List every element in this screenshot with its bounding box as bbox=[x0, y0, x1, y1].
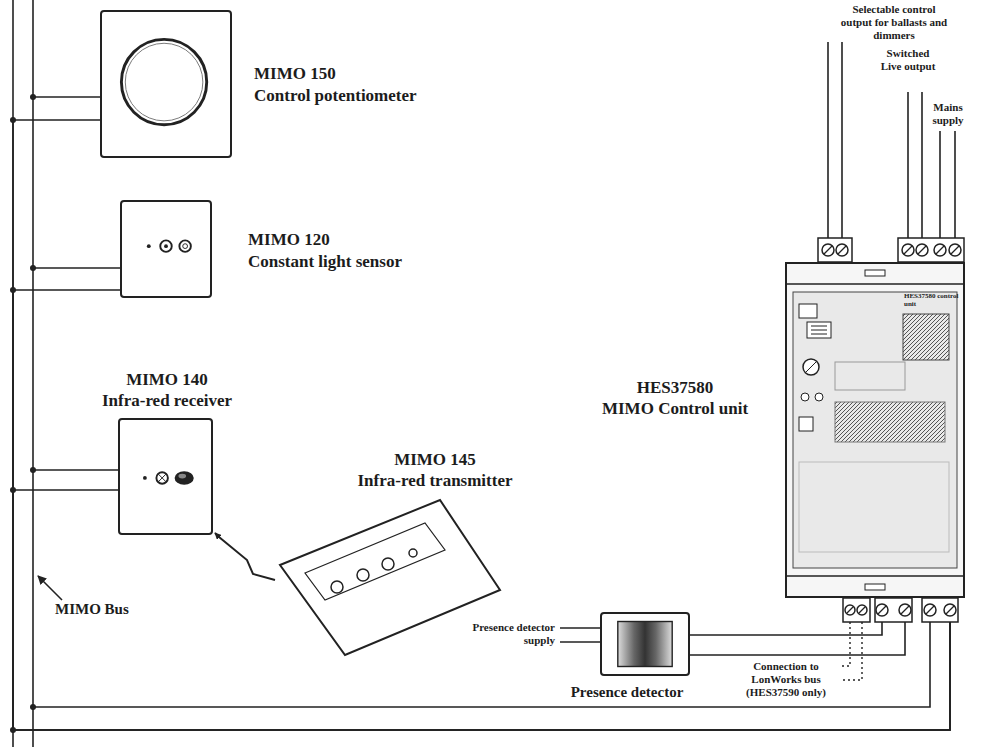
bus-wire bbox=[13, 120, 950, 730]
device-box: MIMO 150Control potentiometer bbox=[100, 10, 232, 158]
device-name: MIMO 145 bbox=[394, 450, 476, 470]
junction-dots bbox=[10, 94, 36, 733]
device-box: MIMO 120Constant light sensor bbox=[120, 200, 212, 298]
device-illustration bbox=[785, 262, 965, 598]
device-box: Presence detector bbox=[600, 612, 690, 676]
annotation-label: Connection to LonWorks bus (HES37590 onl… bbox=[735, 660, 837, 699]
annotation-label: MIMO Bus bbox=[55, 601, 165, 619]
annotation-label: Selectable control output for ballasts a… bbox=[838, 3, 950, 42]
device-name: MIMO 140 bbox=[126, 370, 208, 390]
device-name: HES37580 bbox=[637, 378, 714, 398]
device-illustration bbox=[275, 495, 505, 660]
device-illustration bbox=[602, 614, 688, 674]
device-illustration bbox=[120, 420, 211, 533]
annotation-label: HES37580 control unit bbox=[904, 292, 960, 309]
annotation-label: Switched Live output bbox=[880, 47, 936, 73]
device-description: MIMO Control unit bbox=[602, 399, 748, 419]
device-name: Presence detector bbox=[571, 682, 684, 702]
device-name: MIMO 150 bbox=[254, 64, 336, 84]
device-description: Constant light sensor bbox=[248, 252, 402, 272]
annotation-label: Presence detector supply bbox=[455, 621, 555, 647]
device-box: MIMO 145Infra-red transmitter bbox=[275, 495, 505, 660]
bus-wires bbox=[13, 0, 955, 747]
infrared-signal-arrow bbox=[215, 533, 275, 580]
bus-wire bbox=[690, 598, 882, 635]
annotation-label: Mains supply bbox=[925, 101, 971, 127]
device-name: MIMO 120 bbox=[248, 230, 330, 250]
device-illustration bbox=[102, 12, 230, 156]
device-box: HES37580MIMO Control unit bbox=[785, 262, 965, 598]
device-description: Infra-red receiver bbox=[102, 391, 232, 411]
device-box: MIMO 140Infra-red receiver bbox=[118, 418, 213, 535]
device-description: Control potentiometer bbox=[254, 86, 417, 106]
device-description: Infra-red transmitter bbox=[357, 471, 512, 491]
device-illustration bbox=[122, 202, 210, 296]
lonworks-dotted bbox=[840, 622, 862, 680]
